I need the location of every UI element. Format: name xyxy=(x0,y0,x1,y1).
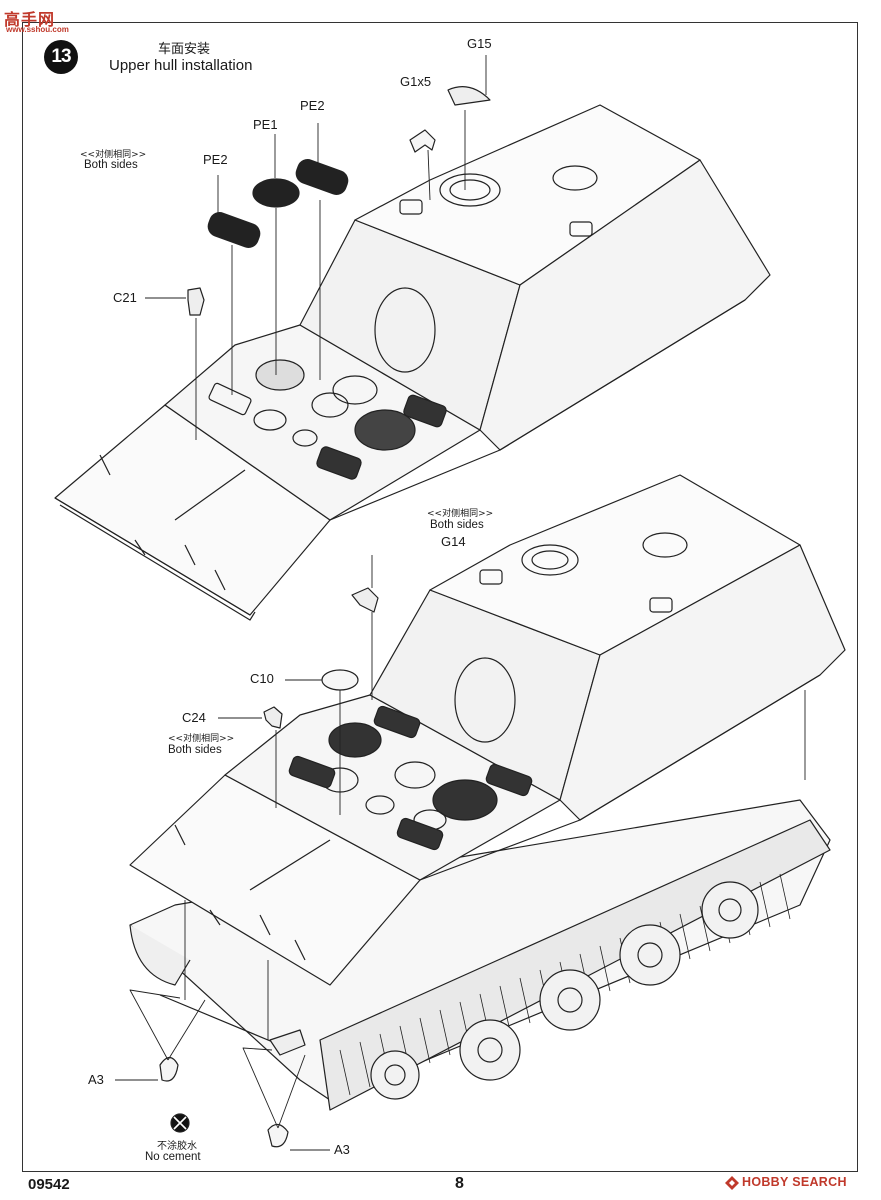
part-label-g15: G15 xyxy=(467,36,492,51)
part-label-c24: C24 xyxy=(182,710,206,725)
bottom-parts xyxy=(159,587,379,1148)
part-label-c10: C10 xyxy=(250,671,274,686)
part-label-a3-left: A3 xyxy=(88,1072,104,1087)
part-label-c21: C21 xyxy=(113,290,137,305)
watermark-site-cn: 高手网 xyxy=(4,10,56,29)
note-both-sides-en: Both sides xyxy=(84,159,138,171)
top-hull-illustration xyxy=(54,104,771,621)
part-label-a3-right: A3 xyxy=(334,1142,350,1157)
note-g14-both-sides-cn: <<对侧相同>> xyxy=(427,509,494,519)
site-watermark: 高手网 www.sshou.com xyxy=(2,6,72,38)
top-parts xyxy=(187,86,491,316)
page-border xyxy=(22,22,858,1172)
hobby-search-text: HOBBY SEARCH xyxy=(742,1175,847,1189)
watermark-site-url: www.sshou.com xyxy=(6,25,69,34)
part-label-pe2-left: PE2 xyxy=(203,152,228,167)
no-cement-label-cn: 不涂胶水 xyxy=(157,1141,197,1152)
note-g14-both-sides-en: Both sides xyxy=(430,519,484,531)
hobby-search-icon xyxy=(725,1176,739,1190)
top-leaders xyxy=(145,55,487,440)
step-title-en: Upper hull installation xyxy=(109,57,253,74)
page-number: 8 xyxy=(455,1175,464,1192)
step-number-badge: 13 xyxy=(44,40,78,74)
bottom-hull-illustration xyxy=(129,474,846,1111)
note-both-sides-cn: <<对侧相同>> xyxy=(80,150,147,160)
note-c24-both-sides-en: Both sides xyxy=(168,744,222,756)
no-cement-icon xyxy=(170,1113,190,1133)
part-label-g1x5: G1x5 xyxy=(400,74,432,89)
note-c24-both-sides-cn: <<对侧相同>> xyxy=(168,734,235,744)
part-label-g14: G14 xyxy=(441,534,466,549)
product-code: 09542 xyxy=(28,1176,70,1193)
bottom-leaders xyxy=(115,555,806,1151)
part-label-pe2-right: PE2 xyxy=(300,98,325,113)
step-title-cn: 车面安装 xyxy=(158,42,211,57)
part-label-pe1: PE1 xyxy=(253,117,278,132)
hobby-search-logo: HOBBY SEARCH xyxy=(724,1173,874,1193)
no-cement-label-en: No cement xyxy=(145,1151,201,1163)
